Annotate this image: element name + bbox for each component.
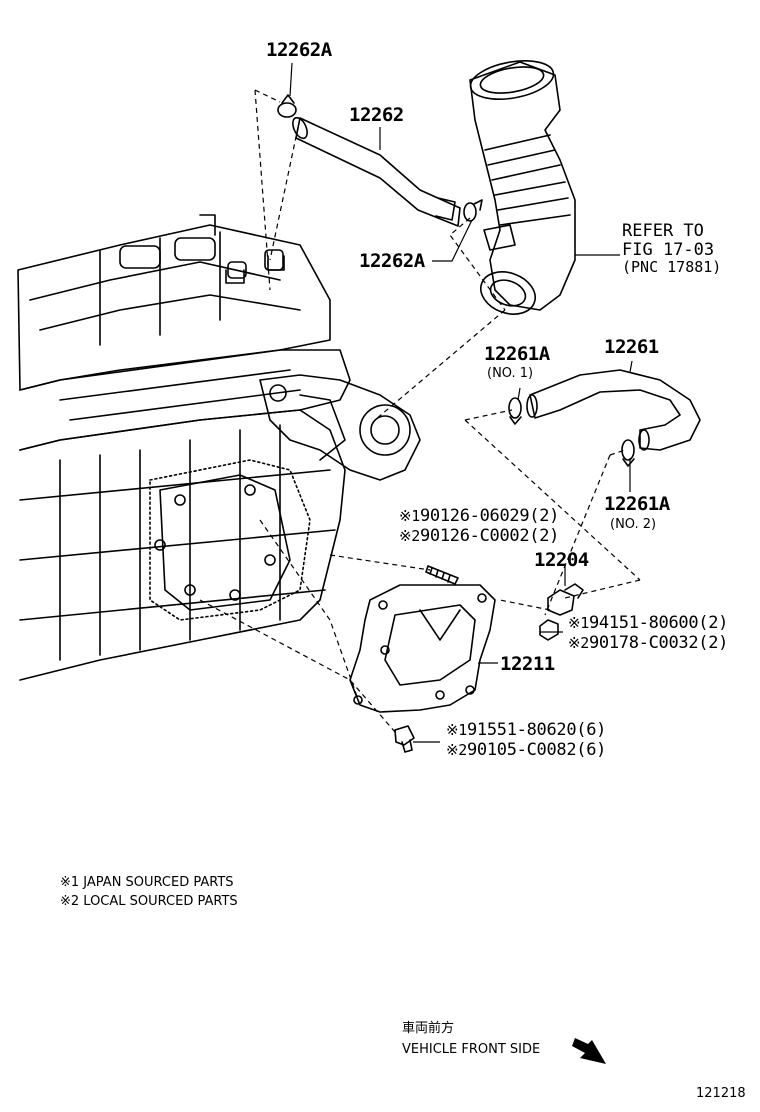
hose-clamp-12261A-no1 [508,397,522,425]
intake-air-duct [469,60,576,315]
part-number-nut-1: ※194151-80600(2) [568,615,728,632]
leader-lines [289,62,633,743]
bolt-91551 [394,725,415,753]
label-12211: 12211 [500,653,555,675]
label-12261: 12261 [604,336,659,358]
nut-94151 [539,619,559,641]
drawing-code: 121218 [696,1086,746,1101]
part-number: 90126-C0002(2) [420,526,560,546]
cover-plate-12211 [349,584,496,713]
part-number-bolt-2: ※290105-C0082(6) [446,742,606,759]
refer-line3: (PNC 17881) [622,258,722,277]
source-mark: ※2 [399,527,420,545]
stud-bolt-90126 [425,565,459,585]
legend-japan-sourced: ※1 JAPAN SOURCED PARTS [60,875,234,890]
label-no2: (NO. 2) [610,517,657,532]
part-number-nut-2: ※290178-C0032(2) [568,635,728,652]
label-12261A-no1: 12261A [484,343,550,365]
part-number-stud-1: ※190126-06029(2) [399,508,559,525]
vehicle-front-label: VEHICLE FRONT SIDE [402,1042,541,1057]
hose-12261 [526,369,701,451]
air-hose-12262 [292,116,461,227]
label-12261A-no2: 12261A [604,493,670,515]
hose-clamp-12261A-no2 [621,439,635,467]
vehicle-front-japanese: 車両前方 [402,1021,455,1036]
label-12204: 12204 [534,549,589,571]
label-no1: (NO. 1) [487,366,534,381]
part-number-stud-2: ※290126-C0002(2) [399,528,559,545]
part-number: 90126-06029(2) [420,506,560,526]
part-number-bolt-1: ※191551-80620(6) [446,722,606,739]
assembly-lines [199,89,641,733]
label-12262A-mid: 12262A [359,250,425,272]
refer-to-note: REFER TO FIG 17-03 (PNC 17881) [622,222,721,276]
part-number: 90105-C0082(6) [467,740,607,760]
union-12204 [547,583,584,616]
refer-line2: FIG 17-03 [622,239,715,260]
hose-clamp-12262A-top [277,94,297,118]
source-mark: ※2 [446,741,467,759]
part-number: 91551-80620(6) [467,720,607,740]
vehicle-front-arrow-icon [572,1038,606,1064]
part-number: 90178-C0032(2) [589,633,729,653]
source-mark: ※1 [446,721,467,739]
source-mark: ※2 [568,634,589,652]
label-12262A-top: 12262A [266,39,332,61]
label-12262: 12262 [349,104,404,126]
part-number: 94151-80600(2) [589,613,729,633]
refer-line1: REFER TO [622,221,704,241]
engine-block-illustration [17,214,421,681]
legend-local-sourced: ※2 LOCAL SOURCED PARTS [60,894,238,909]
source-mark: ※1 [568,614,589,632]
hose-clamp-12262A-mid [463,199,483,222]
source-mark: ※1 [399,507,420,525]
